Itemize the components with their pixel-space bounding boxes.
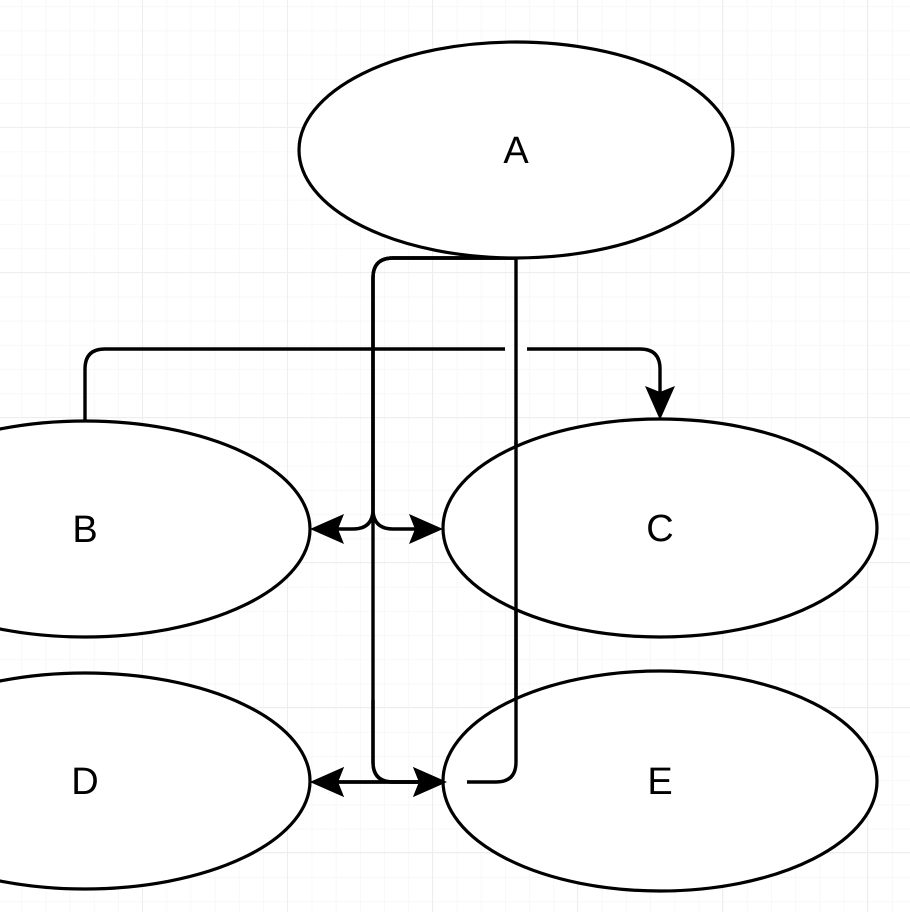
- node-e-label: E: [647, 761, 672, 803]
- node-a-label: A: [503, 130, 529, 172]
- node-c[interactable]: C: [441, 417, 879, 639]
- edge-b-to-c[interactable]: [83, 347, 675, 421]
- node-b-label: B: [72, 509, 97, 551]
- nodes-layer: A B C D E: [0, 40, 879, 893]
- edge-a-to-d-arrowhead-overlay: [310, 767, 344, 797]
- edge-a-to-e-overlay[interactable]: [467, 660, 518, 784]
- node-e[interactable]: E: [441, 669, 879, 893]
- edge-b-to-c-arrowhead: [645, 386, 675, 420]
- node-d[interactable]: D: [0, 671, 312, 891]
- edges-overlay-layer: [310, 440, 518, 797]
- edge-b-to-c-path-right[interactable]: [527, 347, 662, 400]
- node-a[interactable]: A: [297, 40, 735, 260]
- edge-a-to-e-arrowhead-overlay: [413, 767, 447, 797]
- edge-a-to-c-arrowhead: [409, 514, 443, 544]
- node-c-label: C: [646, 508, 673, 550]
- node-d-ellipse[interactable]: [0, 671, 312, 891]
- node-b[interactable]: B: [0, 419, 312, 639]
- node-a-ellipse[interactable]: [297, 40, 735, 260]
- node-c-ellipse[interactable]: [441, 417, 879, 639]
- node-b-ellipse[interactable]: [0, 419, 312, 639]
- node-d-label: D: [71, 761, 98, 803]
- edge-b-to-c-path-left[interactable]: [83, 347, 505, 421]
- edge-a-to-b-arrowhead: [310, 514, 344, 544]
